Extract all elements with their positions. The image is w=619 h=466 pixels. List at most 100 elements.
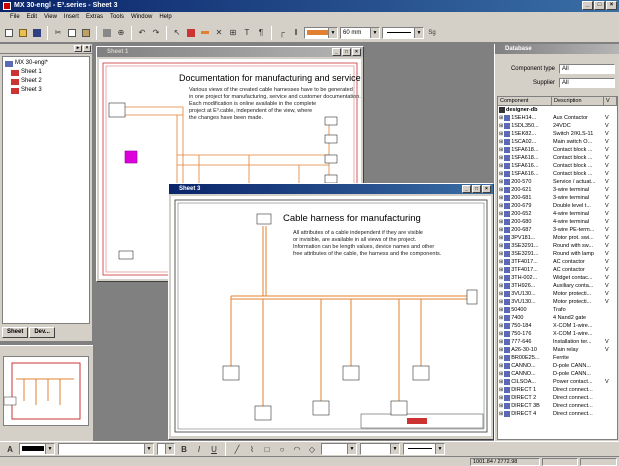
- tab-sheet[interactable]: Sheet: [2, 327, 29, 338]
- zoom-icon[interactable]: ⊕: [115, 26, 127, 39]
- expand-icon[interactable]: ⊞: [499, 139, 504, 145]
- sheet-overview-thumbnail[interactable]: [3, 356, 89, 426]
- expand-icon[interactable]: ⊞: [499, 171, 504, 177]
- draw-circle-icon[interactable]: ○: [276, 443, 288, 455]
- expand-icon[interactable]: ⊞: [499, 187, 504, 193]
- table-root-row[interactable]: designer-db: [498, 106, 617, 114]
- expand-icon[interactable]: ⊞: [499, 203, 504, 209]
- table-row[interactable]: ⊞CANNO...D-pole CANN...: [498, 370, 617, 378]
- bold-button[interactable]: B: [178, 443, 190, 455]
- table-row[interactable]: ⊞1SFA616...Contact block ...V: [498, 162, 617, 170]
- tab-devices[interactable]: Dev...: [29, 327, 55, 338]
- connect-icon[interactable]: ✕: [213, 26, 225, 39]
- column-component[interactable]: Component: [498, 97, 552, 105]
- table-row[interactable]: ⊞3VU130...Motor protecti...V: [498, 290, 617, 298]
- column-v[interactable]: V: [604, 97, 617, 105]
- minimize-button[interactable]: _: [582, 1, 593, 10]
- sheet3-close-button[interactable]: ×: [482, 185, 491, 193]
- wire-icon[interactable]: [199, 26, 211, 39]
- sg-button[interactable]: Sg: [426, 26, 438, 39]
- bus-icon[interactable]: ‖: [290, 26, 302, 39]
- expand-icon[interactable]: ⊞: [499, 299, 504, 305]
- expand-icon[interactable]: ⊞: [499, 211, 504, 217]
- expand-icon[interactable]: ⊞: [499, 155, 504, 161]
- expand-icon[interactable]: ⊞: [499, 347, 504, 353]
- sheet3-maximize-button[interactable]: □: [472, 185, 481, 193]
- sheet1-close-button[interactable]: ×: [352, 48, 361, 56]
- sheet1-maximize-button[interactable]: □: [342, 48, 351, 56]
- expand-icon[interactable]: ⊞: [499, 163, 504, 169]
- italic-button[interactable]: I: [193, 443, 205, 455]
- text-color-combo[interactable]: ▼: [19, 443, 55, 455]
- expand-icon[interactable]: ⊞: [499, 307, 504, 313]
- expand-icon[interactable]: ⊞: [499, 227, 504, 233]
- line-style-icon[interactable]: ┌: [276, 26, 288, 39]
- expand-icon[interactable]: ⊞: [499, 179, 504, 185]
- copy-icon[interactable]: [66, 26, 78, 39]
- draw-polyline-icon[interactable]: ⌇: [246, 443, 258, 455]
- draw-rect-icon[interactable]: □: [261, 443, 273, 455]
- undo-icon[interactable]: ↶: [136, 26, 148, 39]
- expand-icon[interactable]: ⊞: [499, 115, 504, 121]
- tree-sheet-3[interactable]: Sheet 3: [5, 86, 87, 95]
- draw-arc-icon[interactable]: ◠: [291, 443, 303, 455]
- sheet3-minimize-button[interactable]: _: [462, 185, 471, 193]
- sheet3-canvas[interactable]: Cable harness for manufacturing All attr…: [171, 196, 491, 436]
- expand-icon[interactable]: ⊞: [499, 379, 504, 385]
- font-size-combo[interactable]: ▼: [157, 443, 175, 455]
- sheet3-titlebar[interactable]: Sheet 3 _ □ ×: [169, 184, 493, 194]
- paragraph-icon[interactable]: ¶: [255, 26, 267, 39]
- table-row[interactable]: ⊞3PV181...Motor prot. swi...V: [498, 234, 617, 242]
- table-row[interactable]: ⊞3TH-002...Widget contac...V: [498, 274, 617, 282]
- expand-icon[interactable]: ⊞: [499, 123, 504, 129]
- maximize-button[interactable]: □: [594, 1, 605, 10]
- pane-close-button[interactable]: ×: [83, 45, 91, 52]
- table-row[interactable]: ⊞3VU130...Motor protecti...V: [498, 298, 617, 306]
- expand-icon[interactable]: ⊞: [499, 355, 504, 361]
- expand-icon[interactable]: ⊞: [499, 291, 504, 297]
- sheet1-window[interactable]: Sheet 1 _ □ ×: [96, 46, 364, 282]
- component-type-select[interactable]: All: [559, 64, 615, 74]
- tree-sheet-1[interactable]: Sheet 1: [5, 68, 87, 77]
- table-row[interactable]: ⊞3TH926...Auxiliary conta...V: [498, 282, 617, 290]
- supplier-select[interactable]: All: [559, 78, 615, 88]
- sheet1-minimize-button[interactable]: _: [332, 48, 341, 56]
- open-icon[interactable]: [17, 26, 29, 39]
- expand-icon[interactable]: ⊞: [499, 323, 504, 329]
- expand-icon[interactable]: ⊞: [499, 259, 504, 265]
- font-name-combo[interactable]: ▼: [58, 443, 154, 455]
- menu-help[interactable]: Help: [159, 14, 172, 20]
- expand-icon[interactable]: ⊞: [499, 275, 504, 281]
- place-component-icon[interactable]: [185, 26, 197, 39]
- save-icon[interactable]: [31, 26, 43, 39]
- expand-icon[interactable]: ⊞: [499, 219, 504, 225]
- draw-shape-icon[interactable]: ◇: [306, 443, 318, 455]
- table-row[interactable]: ⊞1SFA618...Contact block ...V: [498, 154, 617, 162]
- expand-icon[interactable]: ⊞: [499, 235, 504, 241]
- select-icon[interactable]: ↖: [171, 26, 183, 39]
- menu-window[interactable]: Window: [130, 14, 153, 20]
- expand-icon[interactable]: ⊞: [499, 131, 504, 137]
- expand-icon[interactable]: ⊞: [499, 251, 504, 257]
- menu-extras[interactable]: Extras: [85, 14, 103, 20]
- expand-icon[interactable]: ⊞: [499, 147, 504, 153]
- tree-root[interactable]: MX 30-engl*: [5, 59, 87, 68]
- expand-icon[interactable]: ⊞: [499, 243, 504, 249]
- fill-color-combo[interactable]: ▼: [321, 443, 357, 455]
